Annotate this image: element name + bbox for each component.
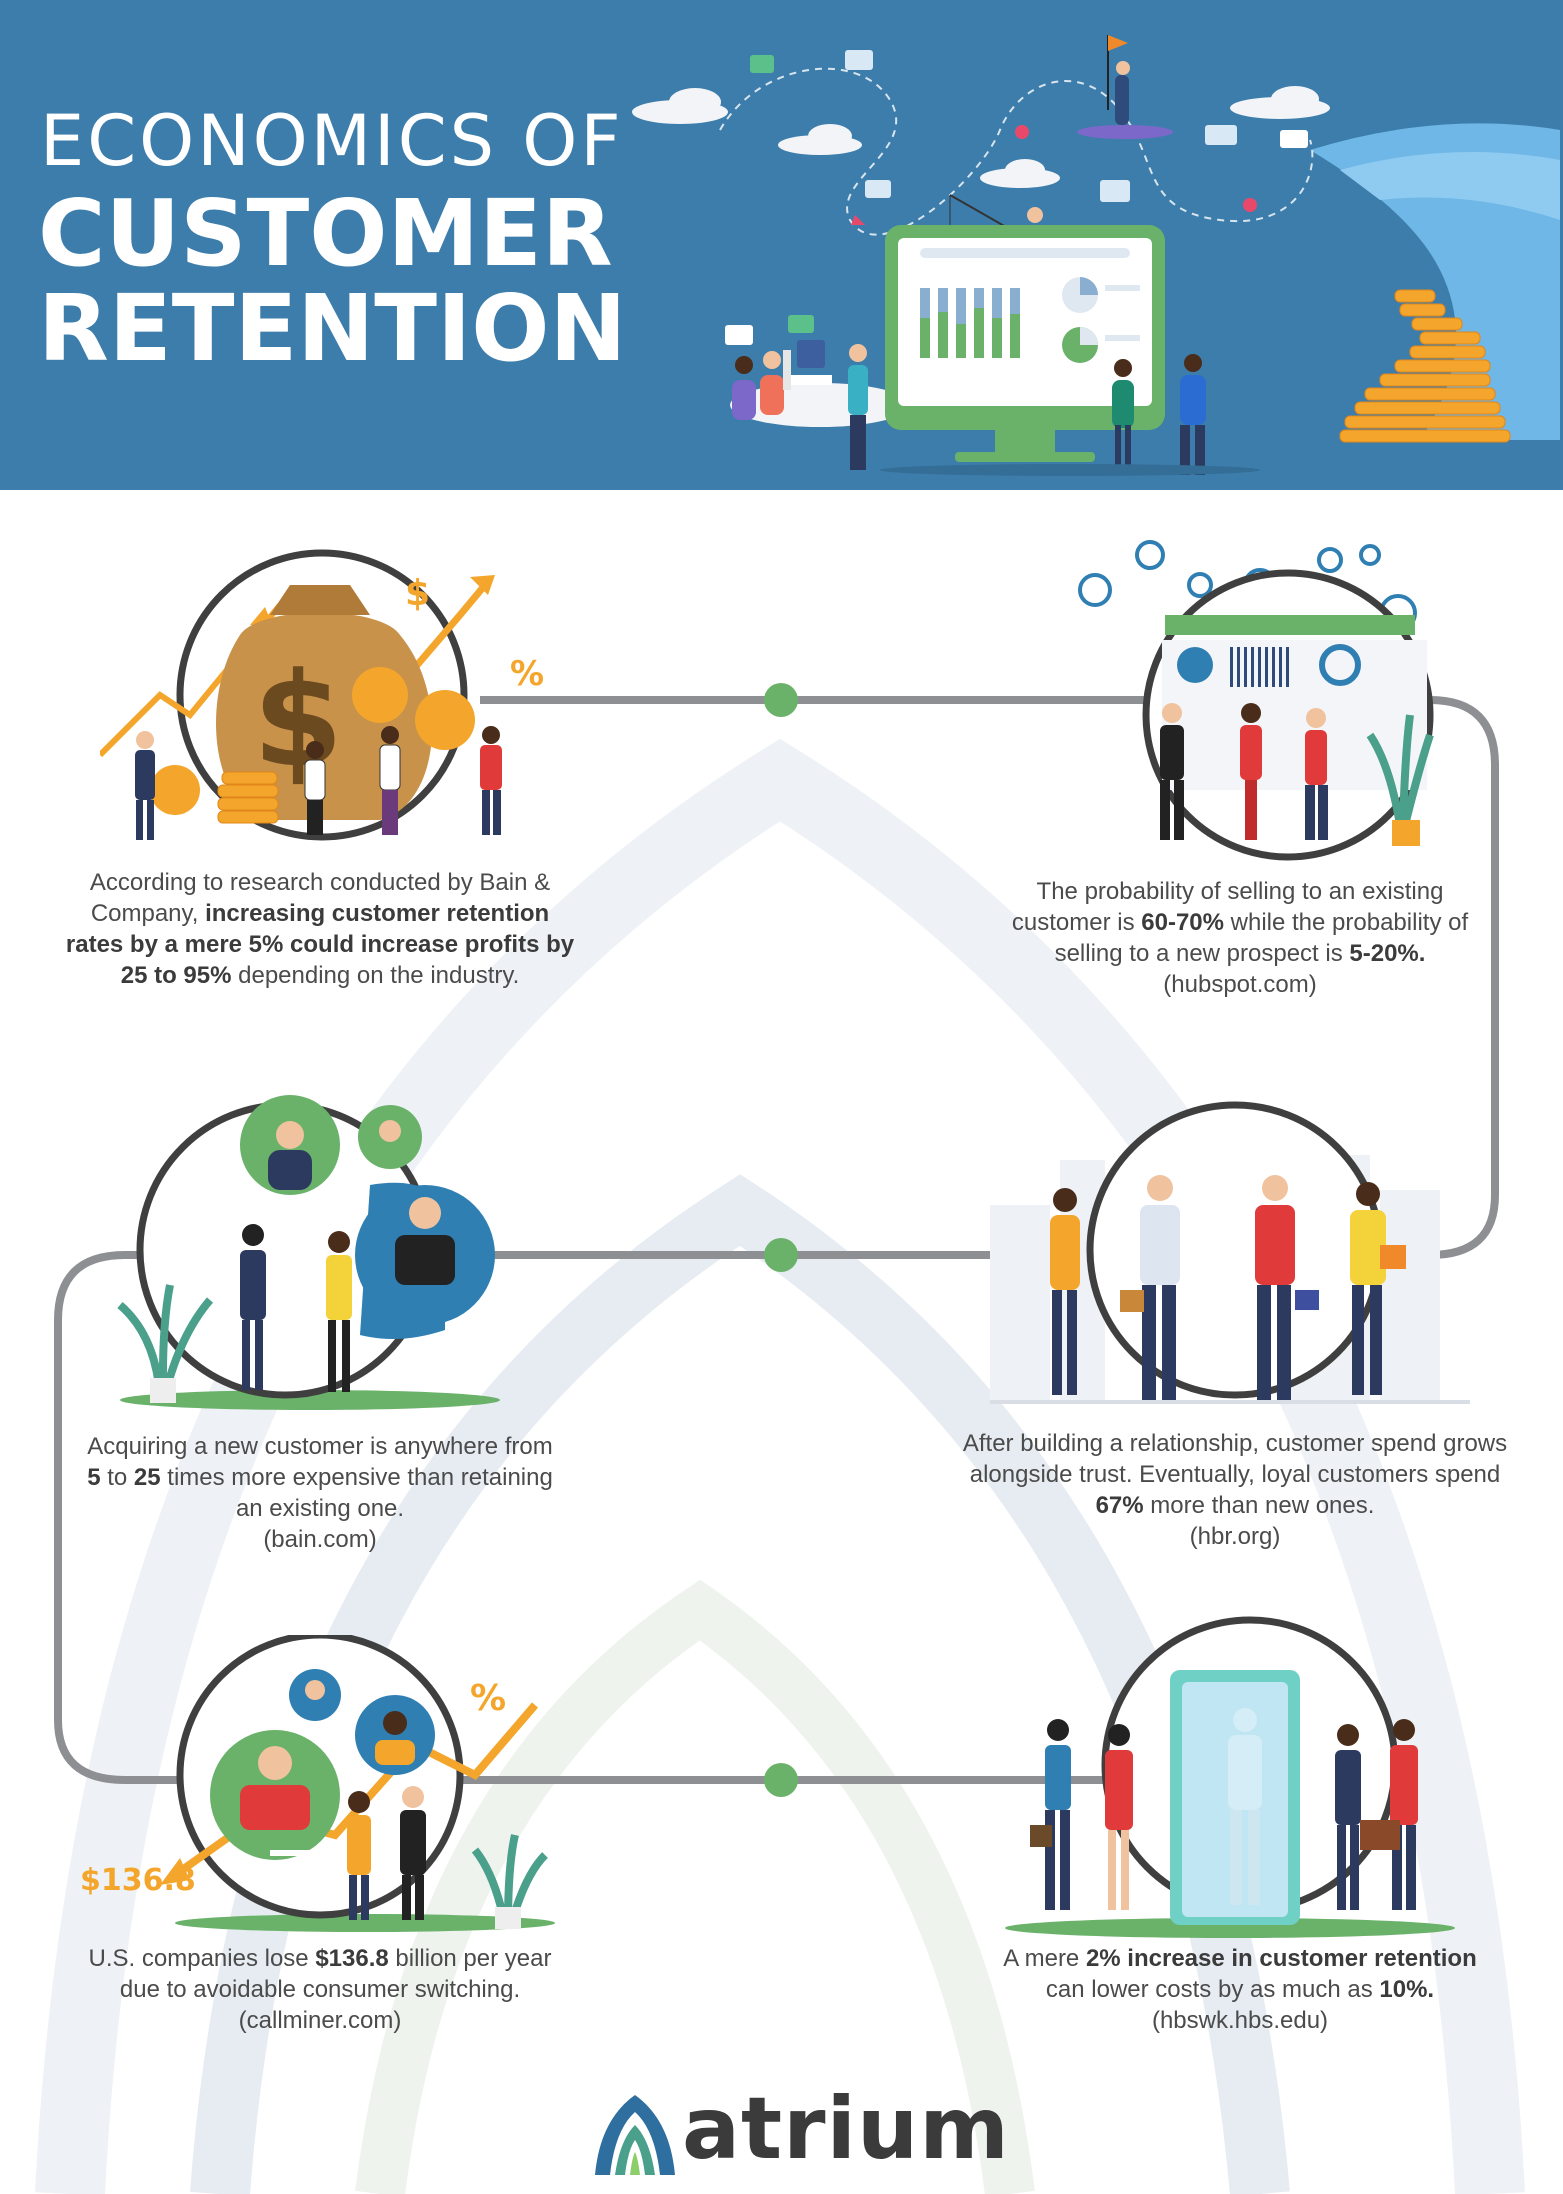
- track-node-2: [764, 1238, 798, 1272]
- dollar-sign-text: $: [253, 644, 343, 796]
- stat-text-run: U.S. companies lose: [88, 1945, 316, 1972]
- stat-text-run: The probability of selling to an existin…: [1011, 878, 1444, 936]
- loss-illustration: % $136.8: [80, 1635, 555, 1932]
- stat-text-run: times more expensive than retaining an e…: [160, 1464, 553, 1522]
- money-loss-label: $136.8: [80, 1863, 196, 1898]
- title-line-2: CUSTOMER: [38, 180, 613, 287]
- percent-sign-loss: %: [470, 1678, 506, 1719]
- stat-text-run: while the probability of selling to a ne…: [1054, 909, 1469, 967]
- stat-text: According to research conducted by Bain …: [60, 867, 580, 991]
- stat-caption-1: According to research conducted by Bain …: [60, 867, 580, 991]
- timeline-track: [54, 683, 1499, 1797]
- stat-caption-6: A mere 2% increase in customer retention…: [1000, 1943, 1480, 2036]
- percent-sign-text: %: [510, 654, 544, 694]
- header-banner: ECONOMICS OF CUSTOMER RETENTION: [0, 0, 1563, 490]
- stat-source: (bain.com): [263, 1526, 377, 1553]
- stat-text: A mere 2% increase in customer retention…: [1000, 1943, 1480, 2005]
- stat-highlight: 67%: [1095, 1492, 1144, 1519]
- handshake-illustration: [990, 1101, 1470, 1404]
- stat-text: U.S. companies lose $136.8 billion per y…: [80, 1943, 560, 2005]
- stat-text: The probability of selling to an existin…: [990, 876, 1490, 969]
- stat-highlight: 5-20%.: [1349, 940, 1426, 967]
- stat-text-run: can lower costs by as much as: [1045, 1976, 1380, 2003]
- hero-illustration: [632, 35, 1560, 476]
- title-line-1: ECONOMICS OF: [40, 100, 624, 182]
- stat-caption-5: U.S. companies lose $136.8 billion per y…: [80, 1943, 560, 2036]
- stat-text-run: to: [100, 1464, 134, 1491]
- stat-caption-2: The probability of selling to an existin…: [990, 876, 1490, 1000]
- team-illustration: [117, 1095, 500, 1410]
- stat-text-run: billion per year due to avoidable consum…: [119, 1945, 552, 2003]
- stat-highlight: 60-70%: [1141, 909, 1224, 936]
- stat-text-run: Acquiring a new customer is anywhere fro…: [87, 1433, 553, 1460]
- stat-source: (callminer.com): [238, 2007, 402, 2034]
- stat-highlight: increasing customer retention rates by a…: [65, 900, 575, 989]
- stat-caption-4: After building a relationship, customer …: [945, 1428, 1525, 1552]
- atrium-logo: atrium: [590, 2079, 1009, 2179]
- stat-text-run: After building a relationship, customer …: [962, 1430, 1508, 1488]
- atrium-logo-icon: [595, 2095, 675, 2175]
- stat-text: After building a relationship, customer …: [945, 1428, 1525, 1521]
- stat-text-run: depending on the industry.: [231, 962, 520, 989]
- stat-source: (hbr.org): [1189, 1523, 1281, 1550]
- title-line-3: RETENTION: [38, 275, 627, 382]
- dollar-sign-small: $: [405, 573, 430, 614]
- stat-text: Acquiring a new customer is anywhere fro…: [80, 1431, 560, 1524]
- door-illustration: [1005, 1616, 1455, 1938]
- stat-source: (hbswk.hbs.edu): [1151, 2007, 1329, 2034]
- dashboard-illustration: [1078, 540, 1434, 861]
- stat-highlight: 25: [133, 1464, 161, 1491]
- stat-text-run: A mere: [1003, 1945, 1086, 1972]
- atrium-logo-text: atrium: [682, 2079, 1010, 2179]
- stat-highlight: 10%.: [1379, 1976, 1435, 2003]
- stat-highlight: 5: [87, 1464, 101, 1491]
- money-bag-illustration: $ % $: [100, 549, 544, 841]
- stat-caption-3: Acquiring a new customer is anywhere fro…: [80, 1431, 560, 1555]
- stat-source: (hubspot.com): [1163, 971, 1317, 998]
- track-node-1: [764, 683, 798, 717]
- stat-text-run: According to research conducted by Bain …: [89, 869, 551, 927]
- stat-text-run: more than new ones.: [1143, 1492, 1375, 1519]
- stat-highlight: $136.8: [315, 1945, 389, 1972]
- track-node-3: [764, 1763, 798, 1797]
- stat-highlight: 2% increase in customer retention: [1085, 1945, 1477, 1972]
